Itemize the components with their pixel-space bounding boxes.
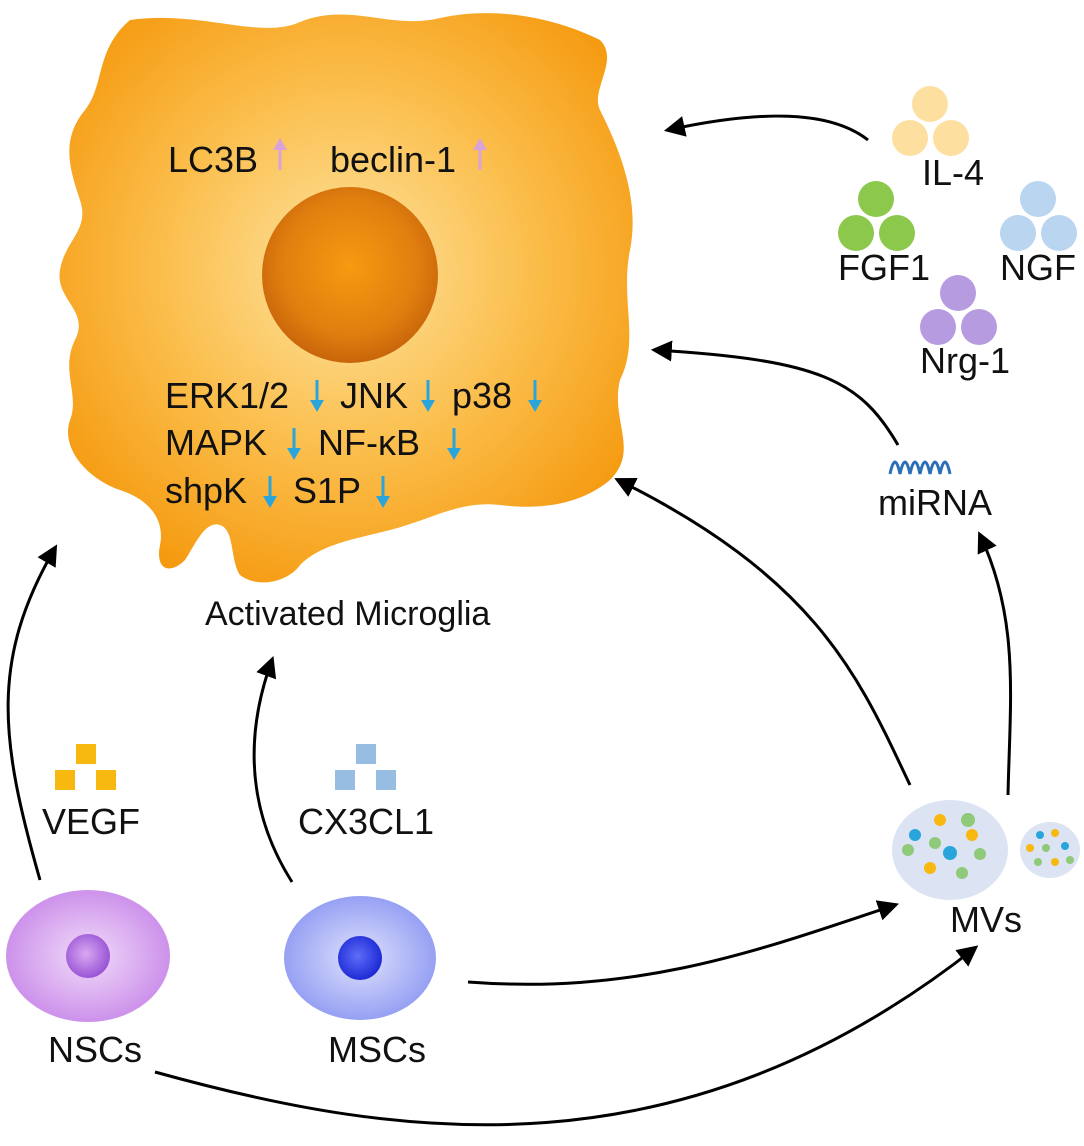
factor-ngf: NGF xyxy=(1000,247,1076,288)
down-arrow-icon xyxy=(376,476,390,508)
marker-p38: p38 xyxy=(452,375,512,416)
down-arrow-icon xyxy=(447,428,461,460)
nsc-cell xyxy=(6,890,170,1022)
mirna-wave-icon xyxy=(888,460,952,475)
cell-mvs: MVs xyxy=(950,899,1022,940)
marker-erk12: ERK1/2 xyxy=(165,375,289,416)
up-arrow-icon xyxy=(473,138,487,170)
arrow-mvs-to-microglia xyxy=(614,478,912,786)
microglia-cell xyxy=(59,13,633,583)
down-arrow-icon xyxy=(310,380,324,412)
vegf-molecules xyxy=(55,744,116,790)
arrow-il4-to-microglia xyxy=(663,114,869,142)
ngf-molecules xyxy=(1000,181,1077,251)
arrow-mscs-to-microglia xyxy=(252,656,294,883)
marker-mapk: MAPK xyxy=(165,422,267,463)
nrg1-molecules xyxy=(920,275,997,345)
factor-cx3cl1: CX3CL1 xyxy=(298,801,434,842)
microglia-nucleus xyxy=(262,187,438,363)
arrow-mvs-to-mirna xyxy=(977,531,1013,796)
marker-beclin1: beclin-1 xyxy=(330,139,456,180)
fgf1-molecules xyxy=(838,181,915,251)
arrow-mscs-to-mvs xyxy=(467,900,899,986)
marker-s1p: S1P xyxy=(293,470,361,511)
factor-il4: IL-4 xyxy=(922,152,984,193)
factor-nrg1: Nrg-1 xyxy=(920,340,1010,381)
marker-lc3b: LC3B xyxy=(168,139,258,180)
arrow-nscs-to-microglia xyxy=(6,544,58,881)
arrow-nscs-to-mvs xyxy=(154,945,979,1127)
down-arrow-icon xyxy=(421,380,435,412)
microvesicle-large xyxy=(892,800,1008,900)
cx3cl1-molecules xyxy=(335,744,396,790)
microglia-label: Activated Microglia xyxy=(205,595,490,633)
factor-fgf1: FGF1 xyxy=(838,247,930,288)
down-arrow-icon xyxy=(263,476,277,508)
cell-nscs: NSCs xyxy=(48,1029,142,1070)
cell-mscs: MSCs xyxy=(328,1029,426,1070)
down-arrow-icon xyxy=(528,380,542,412)
msc-cell xyxy=(284,896,436,1020)
il4-molecules xyxy=(892,86,969,156)
marker-nfkb: NF-κB xyxy=(318,422,420,463)
marker-shpk: shpK xyxy=(165,470,247,511)
factor-mirna: miRNA xyxy=(878,482,992,523)
microvesicle-small xyxy=(1020,822,1080,878)
down-arrow-icon xyxy=(287,428,301,460)
factor-vegf: VEGF xyxy=(42,801,140,842)
arrow-mirna-to-microglia xyxy=(650,340,900,446)
up-arrow-icon xyxy=(273,138,287,170)
marker-jnk: JNK xyxy=(340,375,408,416)
